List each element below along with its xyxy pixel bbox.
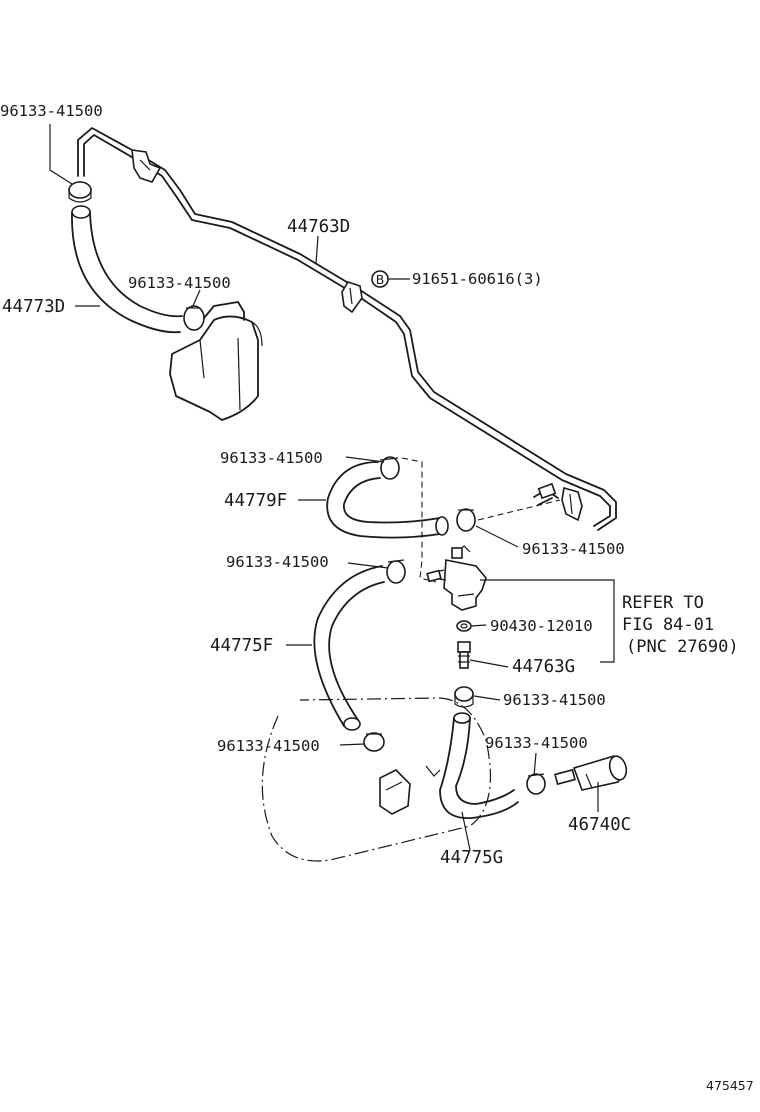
- label-hose-44775G: 44775G: [440, 848, 503, 868]
- hose-44779F: [326, 461, 449, 539]
- clamp-top-left: [68, 181, 92, 203]
- clamp-lower-right: [526, 773, 546, 795]
- washer-90430-12010: [456, 620, 472, 632]
- reference-line-1: REFER TO: [622, 593, 704, 613]
- label-clamp-mid-upper: 96133-41500: [220, 449, 323, 467]
- label-hose-44773D: 44773D: [2, 297, 65, 317]
- clamp-mid-upper: [379, 456, 400, 480]
- label-joint-44763G: 44763G: [512, 657, 575, 677]
- clamp-mid-right: [456, 508, 476, 532]
- label-clamp-mid-left: 96133-41500: [226, 553, 329, 571]
- label-clamp-mid-right: 96133-41500: [522, 540, 625, 558]
- washer-motor-46740C: [554, 755, 628, 791]
- reservoir-pump: [379, 769, 411, 815]
- reference-line-2: FIG 84-01: [622, 615, 714, 635]
- hose-44775F: [313, 565, 385, 731]
- valve-assembly: [426, 545, 487, 611]
- joint-44763G: [457, 641, 471, 669]
- figure-number: 475457: [706, 1078, 754, 1093]
- clamp-under-joint: [454, 686, 474, 708]
- reference-line-3: (PNC 27690): [626, 637, 739, 657]
- label-clamp-under-joint: 96133-41500: [503, 691, 606, 709]
- small-arrow-mark: [425, 765, 441, 777]
- dashed-guide-right: [477, 499, 561, 521]
- label-clamp-lower-left: 96133-41500: [217, 737, 320, 755]
- pipe-clip-middle: [341, 281, 363, 314]
- label-bolt: 91651-60616(3): [412, 270, 543, 288]
- label-washer: 90430-12010: [490, 617, 593, 635]
- part-labels: 96133-41500 44763D 91651-60616(3) 44773D…: [0, 102, 631, 868]
- pipe-end-fitting: [533, 482, 559, 506]
- label-hose-44775F: 44775F: [210, 636, 273, 656]
- reservoir-outline: [261, 697, 492, 862]
- clamp-lower-left: [363, 732, 385, 752]
- reference-note: REFER TO FIG 84-01 (PNC 27690): [622, 593, 739, 657]
- pipe-clip-upper: [131, 149, 162, 183]
- label-clamp-top-left: 96133-41500: [0, 102, 103, 120]
- bolt-mark-b: B: [371, 270, 389, 288]
- pipe-clip-right: [561, 486, 583, 522]
- hose-44773D: [71, 205, 183, 334]
- leader-lines: [49, 124, 615, 851]
- clamp-tank-top: [183, 305, 205, 331]
- label-clamp-tank-top: 96133-41500: [128, 274, 231, 292]
- dashed-guide-left: [401, 457, 437, 583]
- label-hose-44779F: 44779F: [224, 491, 287, 511]
- label-motor-46740C: 46740C: [568, 815, 631, 835]
- washer-tank: [169, 301, 263, 421]
- clamp-mid-left: [386, 559, 406, 584]
- label-pipe-44763D: 44763D: [287, 217, 350, 237]
- label-clamp-lower-right: 96133-41500: [485, 734, 588, 752]
- hose-44775G: [439, 712, 519, 819]
- bolt-mark-letter: B: [376, 272, 385, 287]
